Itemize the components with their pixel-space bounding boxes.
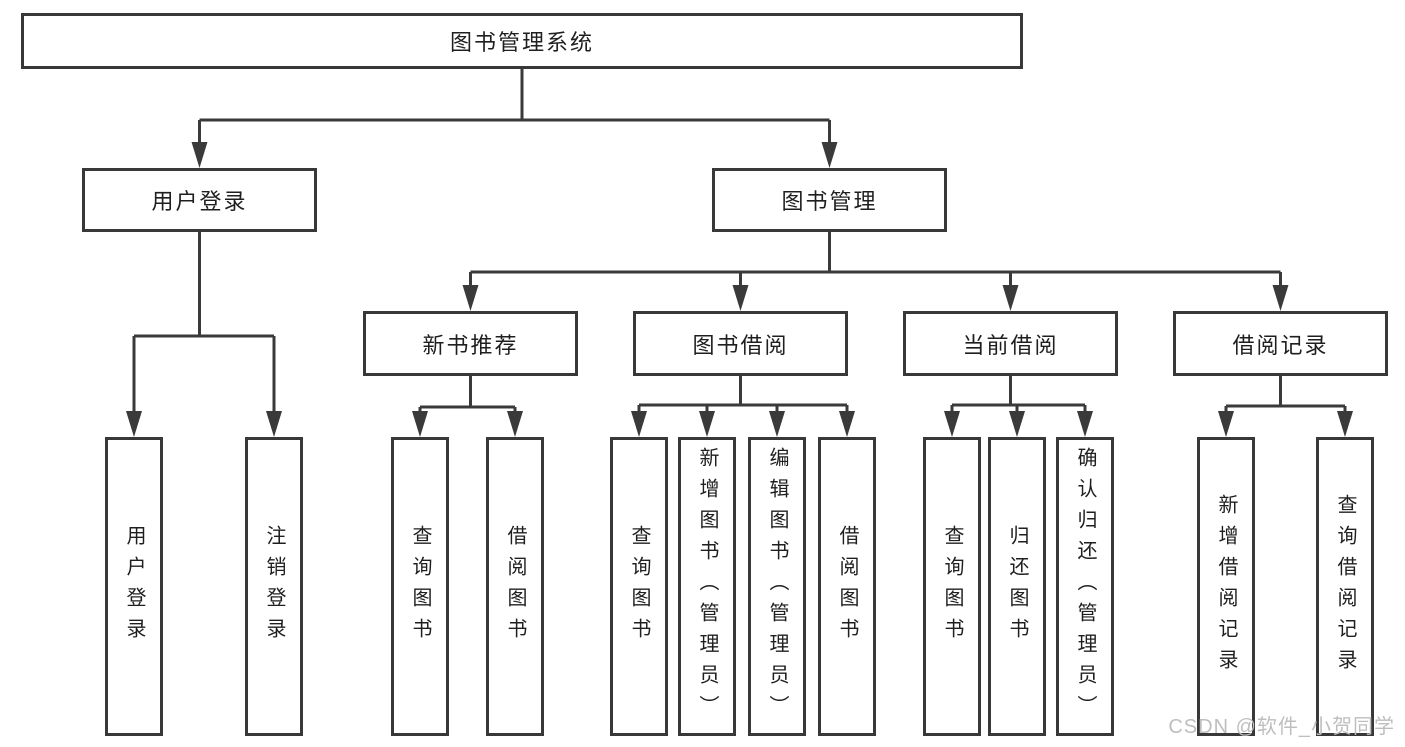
leaf-logout: 注销登录 — [245, 437, 303, 736]
node-label: 归还图书 — [1006, 524, 1028, 649]
node-label: 新增图书（管理员） — [696, 447, 718, 726]
leaf-query-books-current: 查询图书 — [923, 437, 981, 736]
node-user-login-branch: 用户登录 — [82, 168, 317, 232]
node-label: 图书借阅 — [692, 332, 789, 358]
node-book-borrow: 图书借阅 — [633, 311, 848, 376]
node-borrow-records: 借阅记录 — [1173, 311, 1388, 376]
csdn-watermark: CSDN @软件_小贺同学 — [1168, 716, 1395, 738]
node-label: 查询借阅记录 — [1334, 493, 1356, 680]
node-label: 图书管理系统 — [449, 30, 594, 55]
leaf-query-borrow-record: 查询借阅记录 — [1316, 437, 1374, 736]
leaf-edit-books-admin: 编辑图书（管理员） — [748, 437, 806, 736]
leaf-return-books: 归还图书 — [988, 437, 1046, 736]
node-library-management-system: 图书管理系统 — [21, 13, 1023, 69]
node-new-book-recommend: 新书推荐 — [363, 311, 578, 376]
arrowheads — [126, 142, 1353, 437]
node-label: 借阅记录 — [1232, 332, 1329, 358]
leaf-borrow-books: 借阅图书 — [818, 437, 876, 736]
node-label: 新增借阅记录 — [1215, 493, 1237, 680]
node-label: 用户登录 — [123, 524, 145, 649]
node-label: 借阅图书 — [504, 524, 526, 649]
node-book-management-branch: 图书管理 — [712, 168, 947, 232]
node-label: 新书推荐 — [422, 332, 519, 358]
node-label: 查询图书 — [941, 524, 963, 649]
leaf-query-books-borrow: 查询图书 — [610, 437, 668, 736]
node-label: 查询图书 — [409, 524, 431, 649]
node-label: 借阅图书 — [836, 524, 858, 649]
leaf-user-login: 用户登录 — [105, 437, 163, 736]
leaf-query-books-recommend: 查询图书 — [391, 437, 449, 736]
leaf-add-borrow-record: 新增借阅记录 — [1197, 437, 1255, 736]
node-label: 当前借阅 — [962, 332, 1059, 358]
leaf-confirm-return-admin: 确认归还（管理员） — [1056, 437, 1114, 736]
node-current-borrow: 当前借阅 — [903, 311, 1118, 376]
node-label: 图书管理 — [781, 189, 878, 214]
leaf-add-books-admin: 新增图书（管理员） — [678, 437, 736, 736]
leaf-borrow-books-recommend: 借阅图书 — [486, 437, 544, 736]
node-label: 确认归还（管理员） — [1074, 447, 1096, 726]
node-label: 用户登录 — [151, 189, 248, 214]
node-label: 注销登录 — [263, 524, 285, 649]
node-label: 查询图书 — [628, 524, 650, 649]
node-label: 编辑图书（管理员） — [766, 447, 788, 726]
